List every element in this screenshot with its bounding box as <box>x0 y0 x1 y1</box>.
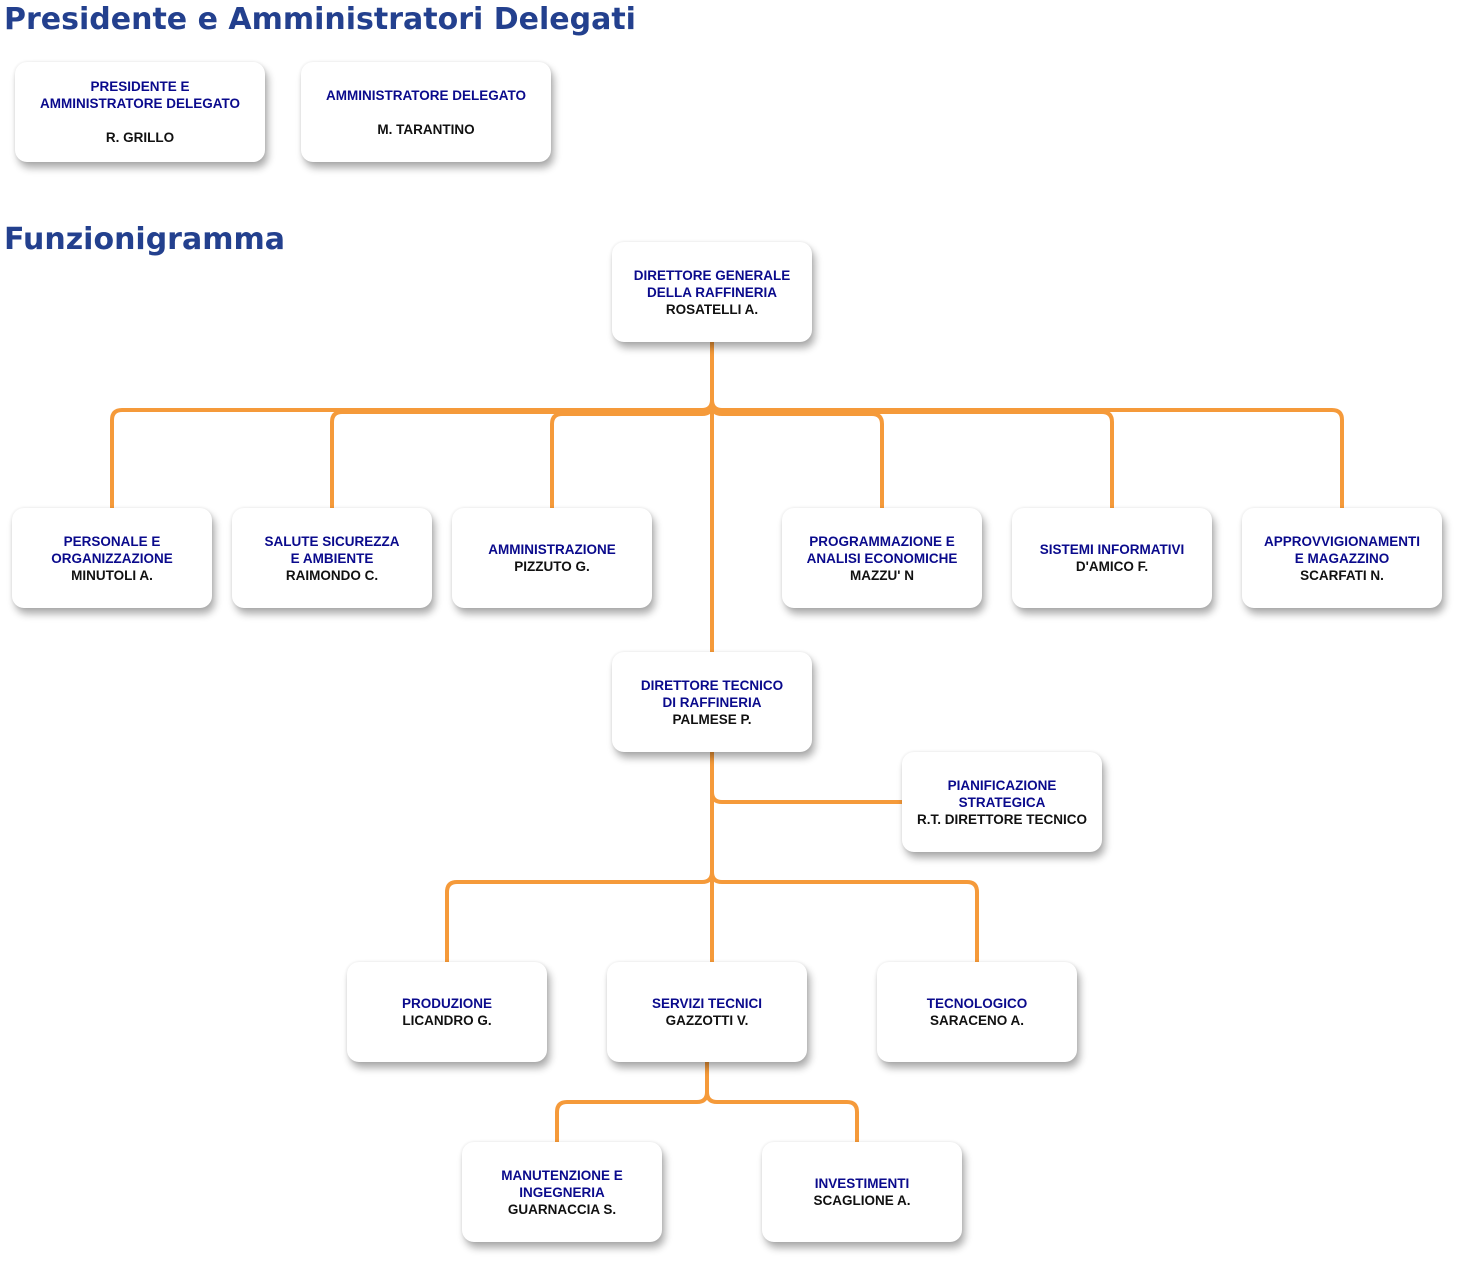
card-direttore-tecnico[interactable]: DIRETTORE TECNICO DI RAFFINERIA PALMESE … <box>612 652 812 752</box>
card-role: DIRETTORE GENERALE DELLA RAFFINERIA <box>633 267 791 300</box>
card-presidente[interactable]: PRESIDENTE E AMMINISTRATORE DELEGATO R. … <box>15 62 265 162</box>
card-name: M. TARANTINO <box>377 121 475 137</box>
card-role: AMMINISTRATORE DELEGATO <box>325 87 526 103</box>
card-name: SCAGLIONE A. <box>813 1193 911 1208</box>
connector-branch-manutenzione <box>555 1060 709 1144</box>
board-section-title: Presidente e Amministratori Delegati <box>4 2 636 37</box>
card-role: DIRETTORE TECNICO DI RAFFINERIA <box>640 677 784 710</box>
card-name: R.T. DIRETTORE TECNICO <box>916 811 1087 827</box>
card-name: PALMESE P. <box>672 711 752 727</box>
card-role: PRODUZIONE <box>401 996 492 1011</box>
card-name: SARACENO A. <box>929 1013 1024 1028</box>
card-direttore-generale[interactable]: DIRETTORE GENERALE DELLA RAFFINERIA ROSA… <box>612 242 812 342</box>
card-servizi-tecnici[interactable]: SERVIZI TECNICI GAZZOTTI V. <box>607 962 807 1062</box>
card-role: SISTEMI INFORMATIVI <box>1039 542 1185 557</box>
connector-branch-pianificazione <box>710 750 904 804</box>
connector-branch-salute <box>330 340 714 510</box>
card-role: INVESTIMENTI <box>814 1176 910 1191</box>
card-produzione[interactable]: PRODUZIONE LICANDRO G. <box>347 962 547 1062</box>
card-sistemi-informativi[interactable]: SISTEMI INFORMATIVI D'AMICO F. <box>1012 508 1212 608</box>
connector-branch-investimenti <box>705 1060 859 1144</box>
card-name: R. GRILLO <box>105 130 175 145</box>
card-name: LICANDRO G. <box>402 1013 492 1028</box>
card-name: PIZZUTO G. <box>514 559 590 574</box>
org-chart-section-title: Funzionigramma <box>4 222 285 257</box>
card-approvvigionamenti-magazzino[interactable]: APPROVVIGIONAMENTI E MAGAZZINO SCARFATI … <box>1242 508 1442 608</box>
card-name: GAZZOTTI V. <box>665 1013 749 1028</box>
card-role: AMMINISTRAZIONE <box>488 542 616 557</box>
card-name: MINUTOLI A. <box>71 567 153 583</box>
connector-branch-personale <box>110 340 714 510</box>
card-name: RAIMONDO C. <box>285 567 379 583</box>
connector-branch-amministrazione <box>550 340 714 510</box>
card-name: MAZZU' N <box>850 567 914 583</box>
connector-branch-programmazione <box>710 340 884 510</box>
card-role: TECNOLOGICO <box>926 996 1028 1011</box>
card-investimenti[interactable]: INVESTIMENTI SCAGLIONE A. <box>762 1142 962 1242</box>
card-role: PERSONALE E ORGANIZZAZIONE <box>51 533 173 566</box>
connector-branch-produzione <box>445 750 714 964</box>
card-amministrazione[interactable]: AMMINISTRAZIONE PIZZUTO G. <box>452 508 652 608</box>
card-role: MANUTENZIONE E INGEGNERIA <box>501 1167 623 1200</box>
card-salute-sicurezza-ambiente[interactable]: SALUTE SICUREZZA E AMBIENTE RAIMONDO C. <box>232 508 432 608</box>
card-amministratore-delegato[interactable]: AMMINISTRATORE DELEGATO M. TARANTINO <box>301 62 551 162</box>
card-role: SERVIZI TECNICI <box>651 996 763 1011</box>
card-name: ROSATELLI A. <box>665 301 759 317</box>
card-role: PIANIFICAZIONE STRATEGICA <box>947 777 1057 810</box>
card-pianificazione-strategica[interactable]: PIANIFICAZIONE STRATEGICA R.T. DIRETTORE… <box>902 752 1102 852</box>
card-role: APPROVVIGIONAMENTI E MAGAZZINO <box>1263 533 1420 566</box>
connector-branch-sistemi <box>710 340 1114 510</box>
card-name: GUARNACCIA S. <box>507 1201 617 1217</box>
card-role: PRESIDENTE E AMMINISTRATORE DELEGATO <box>39 79 240 111</box>
card-name: D'AMICO F. <box>1075 559 1149 574</box>
card-role: PROGRAMMAZIONE E ANALISI ECONOMICHE <box>806 533 958 566</box>
card-role: SALUTE SICUREZZA E AMBIENTE <box>264 533 400 566</box>
card-name: SCARFATI N. <box>1300 567 1384 583</box>
card-manutenzione-ingegneria[interactable]: MANUTENZIONE E INGEGNERIA GUARNACCIA S. <box>462 1142 662 1242</box>
card-personale-organizzazione[interactable]: PERSONALE E ORGANIZZAZIONE MINUTOLI A. <box>12 508 212 608</box>
card-programmazione-analisi[interactable]: PROGRAMMAZIONE E ANALISI ECONOMICHE MAZZ… <box>782 508 982 608</box>
connector-branch-approvvigionamenti <box>710 340 1344 510</box>
card-tecnologico[interactable]: TECNOLOGICO SARACENO A. <box>877 962 1077 1062</box>
